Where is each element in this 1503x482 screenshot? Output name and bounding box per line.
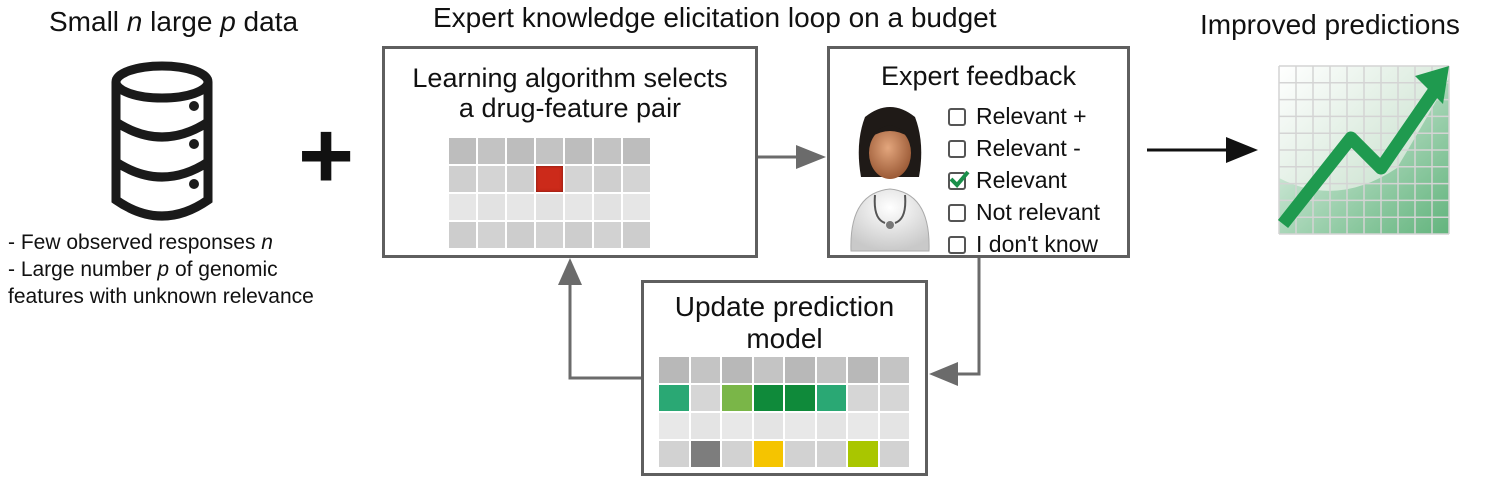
matrix-cell	[658, 412, 690, 440]
matrix-cell	[784, 356, 816, 384]
database-icon	[111, 61, 213, 221]
matrix-cell	[477, 165, 506, 193]
feedback-checkbox[interactable]	[948, 236, 966, 254]
matrix-cell	[815, 384, 847, 412]
matrix-cell	[593, 193, 622, 221]
matrix-cell	[448, 165, 477, 193]
feedback-checkbox-checked[interactable]	[948, 170, 970, 190]
matrix-cell	[847, 440, 879, 468]
feedback-box: Expert feedback Relevant + Relevant - Rele…	[827, 46, 1130, 258]
arrow-head-to-result	[1226, 137, 1258, 163]
matrix-cell	[878, 356, 910, 384]
feedback-checkbox[interactable]	[948, 108, 966, 126]
matrix-cell	[815, 440, 847, 468]
drug-feature-matrix	[448, 137, 651, 249]
matrix-cell	[477, 137, 506, 165]
feedback-option-label: Not relevant	[976, 199, 1101, 225]
matrix-cell	[448, 193, 477, 221]
trend-chart-icon	[1277, 65, 1450, 235]
matrix-cell	[535, 193, 564, 221]
matrix-cell	[878, 384, 910, 412]
matrix-cell	[622, 165, 651, 193]
matrix-cell	[815, 356, 847, 384]
matrix-cell	[784, 412, 816, 440]
feedback-checkbox[interactable]	[948, 140, 966, 158]
matrix-cell	[506, 221, 535, 249]
matrix-cell	[477, 193, 506, 221]
matrix-cell	[847, 412, 879, 440]
matrix-cell	[564, 193, 593, 221]
matrix-cell	[506, 193, 535, 221]
loop-title: Expert knowledge elicitation loop on a b…	[433, 2, 997, 33]
data-title: Small n large p data	[49, 6, 299, 37]
feedback-checkbox[interactable]	[948, 204, 966, 222]
matrix-cell	[752, 356, 784, 384]
matrix-cell	[593, 137, 622, 165]
matrix-cell	[784, 440, 816, 468]
selection-box: Learning algorithm selects a drug-featur…	[382, 46, 758, 258]
matrix-cell	[689, 384, 721, 412]
arrow-head-to-update	[929, 362, 958, 386]
feedback-box-title: Expert feedback	[880, 61, 1077, 91]
matrix-cell	[752, 384, 784, 412]
matrix-cell	[721, 356, 753, 384]
matrix-cell	[658, 440, 690, 468]
matrix-cell	[847, 384, 879, 412]
matrix-cell	[506, 165, 535, 193]
matrix-cell	[815, 412, 847, 440]
matrix-cell	[564, 221, 593, 249]
matrix-cell	[564, 137, 593, 165]
matrix-cell	[535, 221, 564, 249]
selected-pair-cell	[535, 165, 564, 193]
matrix-cell	[752, 440, 784, 468]
feedback-option-label: I don't know	[976, 231, 1099, 257]
feedback-option-label: Relevant	[976, 167, 1067, 193]
bullet-few-responses: - Few observed responses n	[8, 231, 273, 254]
plus-sign: +	[298, 102, 355, 209]
matrix-cell	[721, 384, 753, 412]
matrix-cell	[689, 356, 721, 384]
bullet-large-p: - Large number p of genomic	[8, 258, 278, 281]
feedback-option-label: Relevant +	[976, 103, 1087, 129]
matrix-cell	[721, 412, 753, 440]
prediction-model-matrix	[658, 356, 910, 468]
doctor-icon	[850, 107, 930, 252]
matrix-cell	[448, 137, 477, 165]
matrix-cell	[847, 356, 879, 384]
selection-box-title: Learning algorithm selects a drug-featur…	[412, 63, 728, 123]
matrix-cell	[752, 412, 784, 440]
matrix-cell	[448, 221, 477, 249]
result-title: Improved predictions	[1200, 9, 1460, 40]
matrix-cell	[622, 193, 651, 221]
matrix-cell	[878, 412, 910, 440]
matrix-cell	[477, 221, 506, 249]
bullet-unknown-relevance: features with unknown relevance	[8, 285, 314, 308]
arrow-head-to-selection	[558, 258, 582, 285]
matrix-cell	[593, 221, 622, 249]
check-icon	[949, 170, 970, 188]
matrix-cell	[878, 440, 910, 468]
matrix-cell	[658, 384, 690, 412]
update-box: Update prediction model	[641, 280, 928, 476]
update-box-title: Update prediction model	[674, 291, 895, 354]
matrix-cell	[593, 165, 622, 193]
matrix-cell	[689, 412, 721, 440]
matrix-cell	[658, 356, 690, 384]
feedback-option-label: Relevant -	[976, 135, 1081, 161]
matrix-cell	[721, 440, 753, 468]
matrix-cell	[622, 137, 651, 165]
arrow-head-to-feedback	[796, 145, 826, 169]
matrix-cell	[622, 221, 651, 249]
data-description: - Few observed responses n - Large numbe…	[8, 229, 314, 310]
matrix-cell	[506, 137, 535, 165]
matrix-cell	[535, 137, 564, 165]
matrix-cell	[564, 165, 593, 193]
matrix-cell	[784, 384, 816, 412]
matrix-cell	[689, 440, 721, 468]
